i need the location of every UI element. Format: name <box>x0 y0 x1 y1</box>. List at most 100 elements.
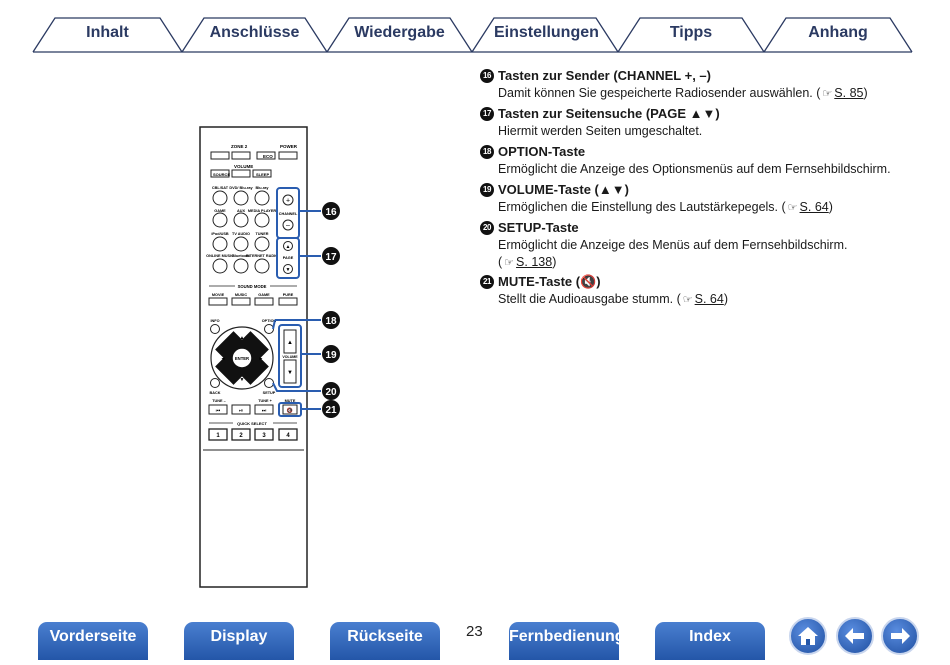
svg-text:–: – <box>286 223 290 230</box>
nav-front-panel-button[interactable]: Vorderseite <box>38 622 148 660</box>
list-item: 21 MUTE-Taste (🔇) Stellt die Audioausgabe… <box>480 272 940 310</box>
tab-anhang[interactable]: Anhang <box>808 24 868 41</box>
page-reference-link[interactable]: S. 64 <box>799 200 829 214</box>
mode-label: MUSIC <box>235 293 247 297</box>
pointing-hand-icon: ☞ <box>787 202 798 214</box>
mute-icon: 🔇 <box>287 407 293 414</box>
callout-19: 19 <box>325 350 337 361</box>
option-label: OPTION <box>262 319 277 323</box>
home-icon <box>798 627 818 645</box>
svg-text:+: + <box>286 198 290 205</box>
item-title: MUTE-Taste (🔇) <box>498 273 601 289</box>
source-label: CBL/SAT <box>212 186 229 190</box>
item-text-tail: ) <box>723 292 728 306</box>
tune-plus-label: TUNE + <box>258 399 272 403</box>
page-buttons-highlight <box>276 237 300 279</box>
nav-display-button[interactable]: Display <box>184 622 294 660</box>
item-title: SETUP-Taste <box>498 220 579 235</box>
callout-number: 20 <box>480 220 494 235</box>
page-reference-link[interactable]: S. 64 <box>694 292 724 306</box>
callout-number: 16 <box>480 68 494 83</box>
source-label: Blu-ray <box>255 186 269 190</box>
back-label: BACK <box>210 391 221 395</box>
callout-number: 21 <box>480 274 494 289</box>
item-title: Tasten zur Sender (CHANNEL +, –) <box>498 68 711 83</box>
page-label: PAGE <box>283 256 294 260</box>
tab-outline <box>32 17 913 53</box>
callout-20: 20 <box>325 387 337 398</box>
source-label: GAME <box>214 209 226 213</box>
item-text-open: ( <box>498 255 503 269</box>
mode-label: PURE <box>283 293 294 297</box>
source-label: TV AUDIO <box>232 232 250 236</box>
list-item: 20 SETUP-Taste Ermöglicht die Anzeige des… <box>480 218 940 272</box>
item-text: Damit können Sie gespeicherte Radiosende… <box>498 86 821 100</box>
nav-index-button[interactable]: Index <box>655 622 765 660</box>
channel-label: CHANNEL <box>279 212 298 216</box>
back-button[interactable] <box>836 617 874 655</box>
page-reference-link[interactable]: S. 85 <box>834 86 864 100</box>
svg-text:►: ► <box>259 356 264 362</box>
item-text: Ermöglicht die Anzeige des Menüs auf dem… <box>498 238 848 252</box>
pointing-hand-icon: ☞ <box>504 257 515 269</box>
remote-control-illustration: ZONE 2 POWER ECO VOLUME SOURCE SLEEP CBL… <box>199 126 340 588</box>
source-label: DVD/ Blu-ray <box>229 186 253 190</box>
source-label: INTERNET RADIO <box>246 254 278 258</box>
nav-remote-button[interactable]: Fernbedienung <box>509 622 625 660</box>
tab-tipps[interactable]: Tipps <box>669 24 713 41</box>
quick-select-number: 4 <box>286 433 290 439</box>
svg-text:▲: ▲ <box>286 244 291 250</box>
zone2-label: ZONE 2 <box>231 144 248 149</box>
item-title: VOLUME-Taste (▲▼) <box>498 182 629 197</box>
setup-label: SETUP <box>263 391 276 395</box>
tab-anschluesse[interactable]: Anschlüsse <box>209 24 300 41</box>
volume-label: VOLUME <box>282 355 298 359</box>
power-label: POWER <box>280 144 298 149</box>
source-label: ONLINE MUSIC <box>206 254 234 258</box>
item-text-tail: ) <box>863 86 868 100</box>
page-number: 23 <box>466 623 483 640</box>
callout-18: 18 <box>325 316 337 327</box>
mode-label: GAME <box>258 293 270 297</box>
source-label: TUNER <box>255 232 268 236</box>
item-text: Ermöglicht die Anzeige des Optionsmenüs … <box>498 162 891 176</box>
forward-button[interactable] <box>881 617 919 655</box>
svg-text:▼: ▼ <box>286 267 291 273</box>
tab-wiedergabe[interactable]: Wiedergabe <box>354 24 445 41</box>
quick-select-label: QUICK SELECT <box>237 421 267 426</box>
enter-label: ENTER <box>235 356 249 361</box>
svg-text:⏮: ⏮ <box>216 408 221 414</box>
page-reference-link[interactable]: S. 138 <box>516 255 553 269</box>
item-text: Hiermit werden Seiten umgeschaltet. <box>498 124 703 138</box>
nav-rear-panel-button[interactable]: Rückseite <box>330 622 440 660</box>
tab-inhalt[interactable]: Inhalt <box>86 24 129 41</box>
sleep-label: SLEEP <box>256 172 269 177</box>
svg-text:◄: ◄ <box>221 356 226 362</box>
source-label: Bluetooth <box>232 254 250 258</box>
item-text: Ermöglichen die Einstellung des Lautstär… <box>498 200 786 214</box>
volume-top-label: VOLUME <box>234 164 253 169</box>
eco-label: ECO <box>263 154 273 159</box>
list-item: 16 Tasten zur Sender (CHANNEL +, –) Damit… <box>480 66 940 104</box>
item-text: Stellt die Audioausgabe stumm. ( <box>498 292 681 306</box>
callout-number: 19 <box>480 182 494 197</box>
item-title: OPTION-Taste <box>498 144 586 159</box>
button-descriptions: 16 Tasten zur Sender (CHANNEL +, –) Damit… <box>480 66 940 310</box>
item-text-tail: ) <box>552 255 557 269</box>
quick-select-number: 3 <box>262 433 266 439</box>
tune-minus-label: TUNE – <box>212 399 226 403</box>
svg-text:▼: ▼ <box>240 377 245 383</box>
source-label: iPod/USB <box>211 232 229 236</box>
volume-buttons-highlight <box>278 324 302 388</box>
source-label: AUX <box>237 209 245 213</box>
home-button[interactable] <box>789 617 827 655</box>
callout-number: 17 <box>480 106 494 121</box>
tab-einstellungen[interactable]: Einstellungen <box>494 24 599 41</box>
arrow-left-icon <box>845 628 864 644</box>
pointing-hand-icon: ☞ <box>682 294 693 306</box>
source-label: MEDIA PLAYER <box>248 209 276 213</box>
mode-label: MOVIE <box>212 293 225 297</box>
svg-text:⏭: ⏭ <box>262 408 267 414</box>
